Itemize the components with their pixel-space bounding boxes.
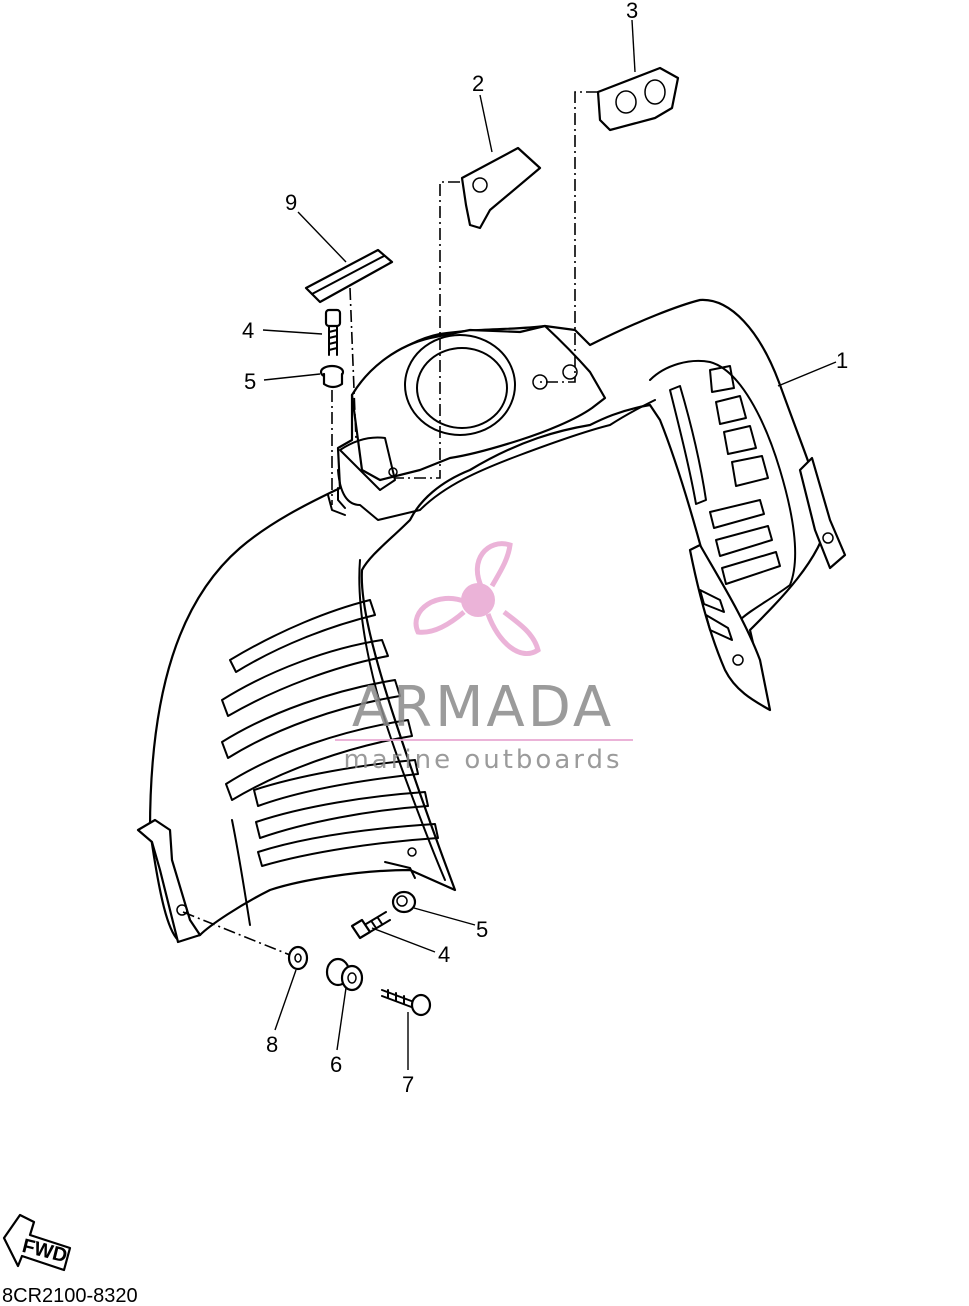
alignment-lines: [182, 91, 598, 956]
screw-part-7: [381, 989, 432, 1017]
callout-8: 8: [266, 1032, 278, 1057]
plate-part-2: [460, 146, 542, 230]
fwd-label: FWD: [20, 1235, 70, 1267]
callout-5-upper: 5: [244, 369, 256, 394]
leader-lines: [262, 19, 837, 1070]
propeller-icon: [413, 541, 541, 657]
bolt-part-4-lower: [350, 911, 391, 940]
drawing-code: 8CR2100-8320: [2, 1285, 138, 1306]
strip-part-9: [304, 248, 394, 304]
watermark-tagline: marine outboards: [343, 745, 622, 775]
fwd-arrow: FWD: [2, 1213, 72, 1272]
callout-labels: 1 2 3 4 5 4 5 6 7 8 9: [242, 0, 848, 1097]
callout-9: 9: [285, 190, 297, 215]
bolt-part-4-upper: [324, 308, 342, 356]
callout-7: 7: [402, 1072, 414, 1097]
bushing-part-6: [325, 957, 364, 992]
grommet-part-5-upper: [319, 364, 345, 389]
callout-5-lower: 5: [476, 917, 488, 942]
callout-1: 1: [836, 348, 848, 373]
callout-3: 3: [626, 0, 638, 23]
callout-2: 2: [472, 71, 484, 96]
washer-part-8: [287, 945, 309, 971]
watermark-brand: ARMADA: [352, 675, 614, 740]
plate-part-3: [596, 66, 680, 132]
armada-watermark: ARMADA marine outboards: [335, 541, 633, 775]
callout-4-upper: 4: [242, 318, 254, 343]
engine-cover-part-1: [136, 298, 847, 944]
callout-6: 6: [330, 1052, 342, 1077]
callout-4-lower: 4: [438, 942, 450, 967]
grommet-part-5-lower: [391, 890, 417, 914]
